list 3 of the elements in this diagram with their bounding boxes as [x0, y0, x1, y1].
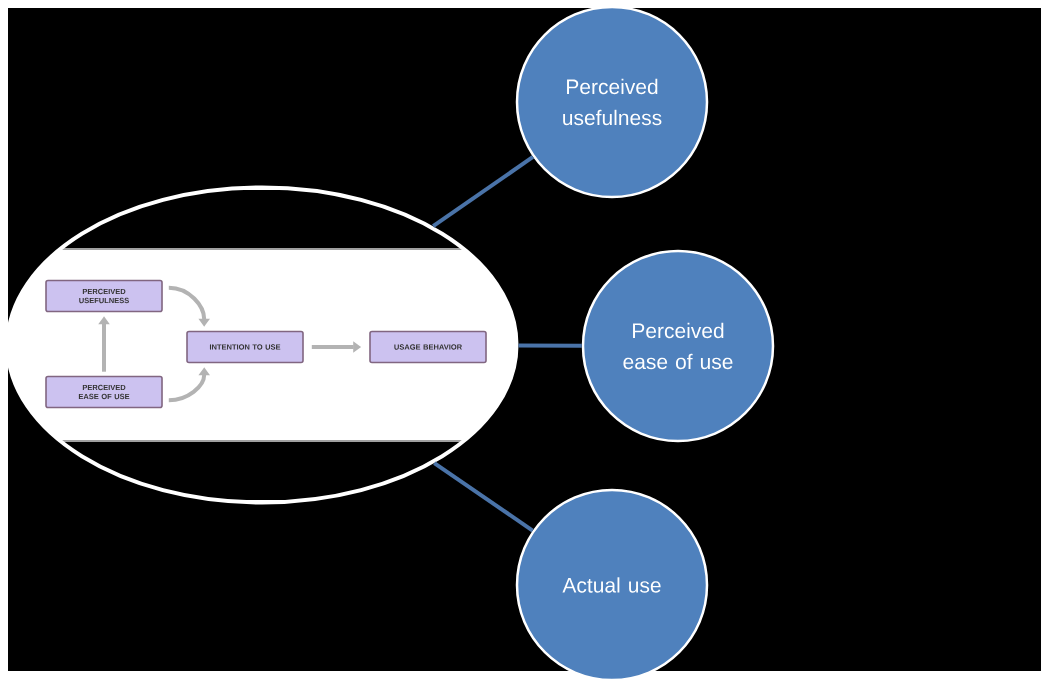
- connector-line: [518, 343, 582, 348]
- connector-line: [432, 155, 535, 228]
- connector-line: [433, 461, 534, 533]
